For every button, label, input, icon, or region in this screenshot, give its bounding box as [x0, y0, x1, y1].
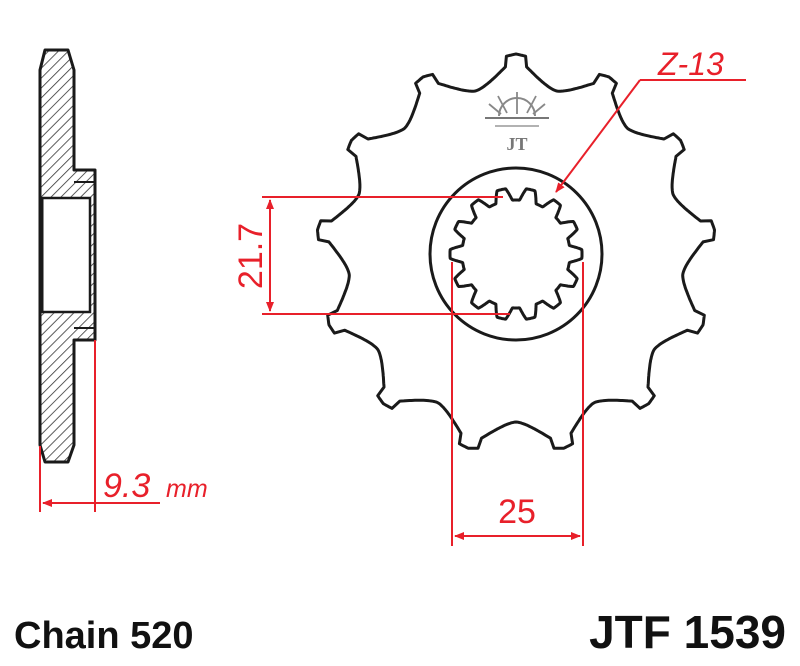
thickness-unit: mm	[166, 475, 208, 503]
side-profile-view	[38, 48, 97, 464]
teeth-leader-line	[555, 79, 641, 193]
spline-width-value: 25	[498, 493, 536, 531]
hub-circle	[428, 166, 604, 342]
spline-height-dimension: 21.7	[232, 196, 510, 315]
spline-height-value: 21.7	[232, 223, 270, 289]
part-number-label: JTF 1539	[589, 606, 786, 658]
side-profile-bore	[40, 196, 92, 314]
spline-bore	[448, 187, 584, 321]
thickness-value: 9.3	[103, 467, 150, 505]
chain-size-label: Chain 520	[14, 615, 194, 657]
logo-text: JT	[506, 134, 527, 154]
sprocket-front-view: JT	[316, 52, 716, 450]
thickness-dimension: 9.3 mm	[39, 340, 208, 512]
teeth-count-label: Z-13	[657, 46, 724, 82]
spline-width-dimension: 25	[451, 262, 584, 546]
teeth-count-leader: Z-13	[555, 46, 746, 193]
sun-logo-icon	[485, 92, 549, 127]
